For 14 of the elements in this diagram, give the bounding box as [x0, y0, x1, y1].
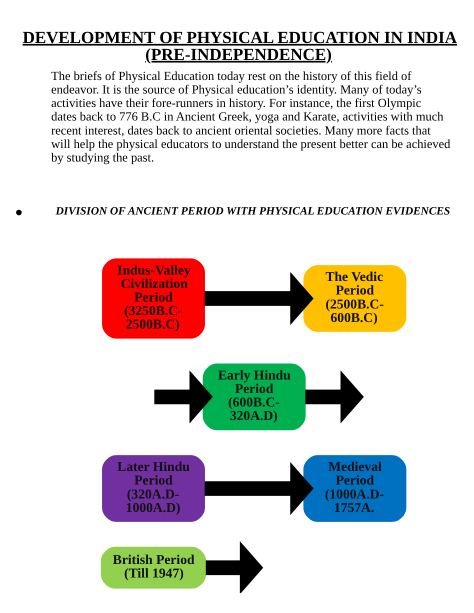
- node-box: The Vedic Period (2500B.C-600B.C): [302, 264, 406, 332]
- diagram-title: DEVELOPMENT OF PHYSICAL EDUCATION IN INDIA (PRE-INDEPENDENCE): [22, 27, 456, 64]
- arrow: [304, 370, 364, 424]
- label: The briefs of Physical Education today rest on the history of this field of endeavor. It is the source of Physical education’s identity. Many of today’s activities have their fore-runners in history. For instance, the first Olympic dates back to 776 B.C in Ancient Greek, yoga and Karate, activities with much recent interest, dates back to ancient oriental societies. Many more facts that will help the physical educators to understand the present better can be achieved by studying the past.: [50, 68, 450, 164]
- arrow: [204, 461, 314, 515]
- label: DIVISION OF ANCIENT PERIOD WITH PHYSICAL EDUCATION EVIDENCES: [55, 204, 450, 217]
- arrow: [204, 271, 314, 325]
- arrow: [205, 540, 263, 592]
- node-box: Medieval Period (1000A.D-1757A.: [302, 454, 406, 522]
- node-box: Indus-Valley Civilization Period (3250B.C-2500B.C): [102, 258, 204, 338]
- node-box: Later Hindu Period (320A.D-1000A.D): [102, 454, 204, 522]
- node-box: Early Hindu Period (600B.C-320A.D): [202, 363, 306, 430]
- arrow: [154, 370, 212, 424]
- node-box: British Period (Till 1947): [100, 546, 206, 588]
